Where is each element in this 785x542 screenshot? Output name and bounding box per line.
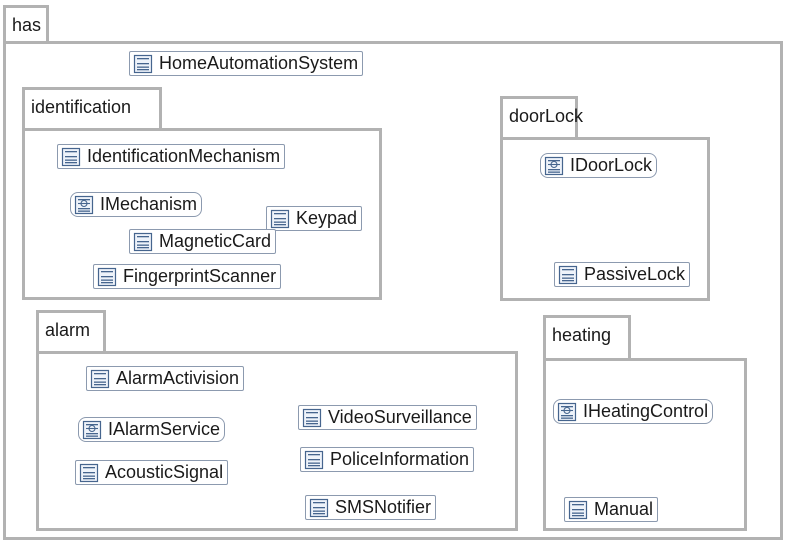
class-icon (270, 209, 290, 229)
class-magnetic-card[interactable]: MagneticCard (129, 229, 277, 254)
class-icon (133, 232, 153, 252)
interface-icon (82, 420, 102, 440)
class-manual[interactable]: Manual (564, 497, 659, 522)
class-icon (568, 500, 588, 520)
class-label: Keypad (296, 208, 358, 228)
class-icon (133, 54, 153, 74)
class-label: FingerprintScanner (123, 266, 277, 286)
class-fingerprint-scanner[interactable]: FingerprintScanner (93, 264, 282, 289)
class-alarm-activision[interactable]: AlarmActivision (86, 366, 245, 391)
class-keypad[interactable]: Keypad (266, 206, 363, 231)
class-identification-mechanism[interactable]: IdentificationMechanism (57, 144, 286, 169)
package-label-identification: identification (31, 97, 132, 117)
class-label: VideoSurveillance (328, 407, 472, 427)
class-label: AlarmActivision (116, 368, 240, 388)
class-icon (61, 147, 81, 167)
package-tab-has[interactable]: has (3, 5, 49, 45)
package-tab-identification[interactable]: identification (22, 87, 162, 131)
class-icon (304, 450, 324, 470)
class-icon (309, 498, 329, 518)
class-icon (79, 463, 99, 483)
interface-icon (557, 402, 577, 422)
class-home-automation-system[interactable]: HomeAutomationSystem (129, 51, 364, 76)
package-label-heating: heating (552, 325, 612, 345)
interface-iheatingcontrol[interactable]: IHeatingControl (553, 399, 714, 424)
interface-ialarmservice[interactable]: IAlarmService (78, 417, 226, 442)
class-label: HomeAutomationSystem (159, 53, 359, 73)
class-icon (558, 265, 578, 285)
class-label: PoliceInformation (330, 449, 470, 469)
class-sms-notifier[interactable]: SMSNotifier (305, 495, 437, 520)
interface-icon (74, 195, 94, 215)
package-label-alarm: alarm (45, 320, 91, 340)
class-label: AcousticSignal (105, 462, 224, 482)
class-icon (302, 408, 322, 428)
class-label: MagneticCard (159, 231, 272, 251)
class-icon (97, 267, 117, 287)
class-label: SMSNotifier (335, 497, 432, 517)
interface-label: IHeatingControl (583, 401, 709, 421)
interface-label: IMechanism (100, 194, 198, 214)
package-tab-alarm[interactable]: alarm (36, 310, 106, 354)
class-label: Manual (594, 499, 654, 519)
package-label-doorlock: doorLock (509, 106, 584, 126)
class-icon (90, 369, 110, 389)
package-label-has: has (12, 15, 42, 35)
interface-icon (544, 156, 564, 176)
interface-label: IAlarmService (108, 419, 221, 439)
class-label: IdentificationMechanism (87, 146, 281, 166)
class-passive-lock[interactable]: PassiveLock (554, 262, 691, 287)
package-tab-doorlock[interactable]: doorLock (500, 96, 583, 140)
class-police-information[interactable]: PoliceInformation (300, 447, 475, 472)
interface-imechanism[interactable]: IMechanism (70, 192, 203, 217)
interface-idoorlock[interactable]: IDoorLock (540, 153, 658, 178)
class-label: PassiveLock (584, 264, 686, 284)
interface-label: IDoorLock (570, 155, 653, 175)
package-tab-heating[interactable]: heating (543, 315, 631, 359)
class-video-surveillance[interactable]: VideoSurveillance (298, 405, 477, 430)
class-acoustic-signal[interactable]: AcousticSignal (75, 460, 229, 485)
